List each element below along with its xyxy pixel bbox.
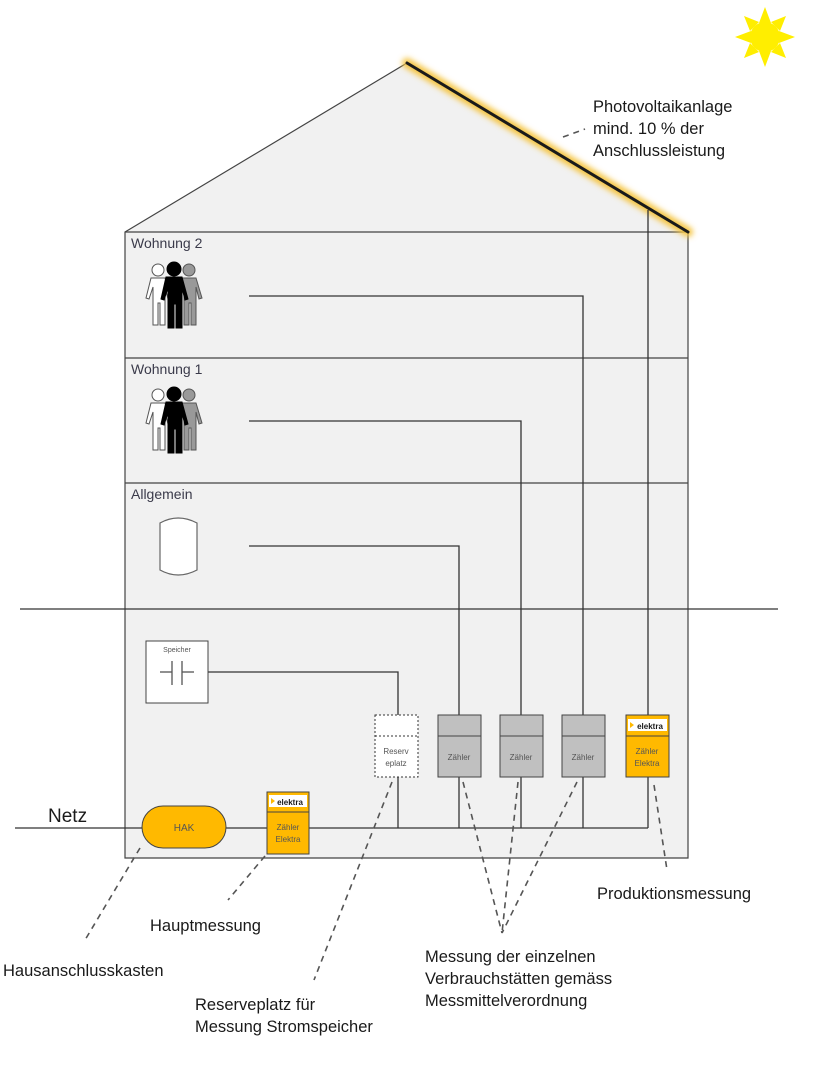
- elektra-logo: elektra: [637, 722, 663, 731]
- svg-text:Reserv: Reserv: [383, 747, 408, 756]
- svg-text:HAK: HAK: [174, 823, 195, 834]
- storage-label: Speicher: [163, 647, 191, 654]
- svg-text:eplatz: eplatz: [385, 759, 406, 768]
- leader-hak: [84, 847, 141, 941]
- svg-text:Elektra: Elektra: [635, 759, 660, 768]
- leader-pv: [562, 128, 586, 138]
- annotation-production: Produktionsmessung: [597, 885, 751, 903]
- leader-production: [653, 784, 668, 871]
- wire-wohnung1: [249, 420, 522, 715]
- svg-text:Zähler: Zähler: [277, 823, 300, 832]
- meter-wohnung2: Zähler: [561, 714, 606, 778]
- capacitor-icon: [160, 661, 194, 685]
- annotation-house-box: Hausanschlusskasten: [3, 962, 164, 980]
- people-icon: [145, 261, 203, 329]
- meter-main-elektra: elektra Zähler Elektra: [266, 791, 310, 855]
- elektra-logo: elektra: [277, 798, 303, 807]
- svg-text:Zähler: Zähler: [510, 753, 533, 762]
- leader-main-meter: [227, 855, 266, 901]
- leader-meter1: [462, 781, 503, 934]
- svg-text:Zähler: Zähler: [448, 753, 471, 762]
- people-icon: [145, 386, 203, 454]
- annotation-reserve: Reserveplatz für Messung Stromspeicher: [195, 996, 373, 1036]
- meter-allgemein: Zähler: [437, 714, 482, 778]
- photovoltaic-panel: [402, 58, 693, 237]
- room-label-wohnung1: Wohnung 1: [131, 361, 203, 377]
- svg-text:Elektra: Elektra: [276, 835, 301, 844]
- room-label-wohnung2: Wohnung 2: [131, 235, 203, 251]
- leader-meter2: [501, 781, 519, 934]
- leader-reserve: [313, 781, 393, 981]
- grid-label: Netz: [48, 806, 87, 827]
- reserve-slot: Reserv eplatz: [374, 714, 419, 778]
- annotation-consumers: Messung der einzelnen Verbrauchstätten g…: [425, 948, 617, 1010]
- wire-wohnung2: [249, 295, 584, 715]
- svg-text:Zähler: Zähler: [636, 747, 659, 756]
- annotation-pv: Photovoltaikanlage mind. 10 % der Anschl…: [593, 98, 737, 160]
- annotation-main-measure: Hauptmessung: [150, 917, 261, 935]
- wire-allgemein: [249, 545, 460, 715]
- house-connection-box: HAK: [141, 805, 227, 849]
- svg-text:Zähler: Zähler: [572, 753, 595, 762]
- meter-production-elektra: elektra Zähler Elektra: [625, 714, 670, 778]
- wire-speicher: [208, 671, 399, 715]
- room-label-allgemein: Allgemein: [131, 486, 192, 502]
- sun-icon: [735, 7, 795, 67]
- meter-wohnung1: Zähler: [499, 714, 544, 778]
- storage-unit: Speicher: [145, 640, 209, 704]
- boiler-icon: [159, 517, 198, 576]
- house-outline: [124, 62, 689, 859]
